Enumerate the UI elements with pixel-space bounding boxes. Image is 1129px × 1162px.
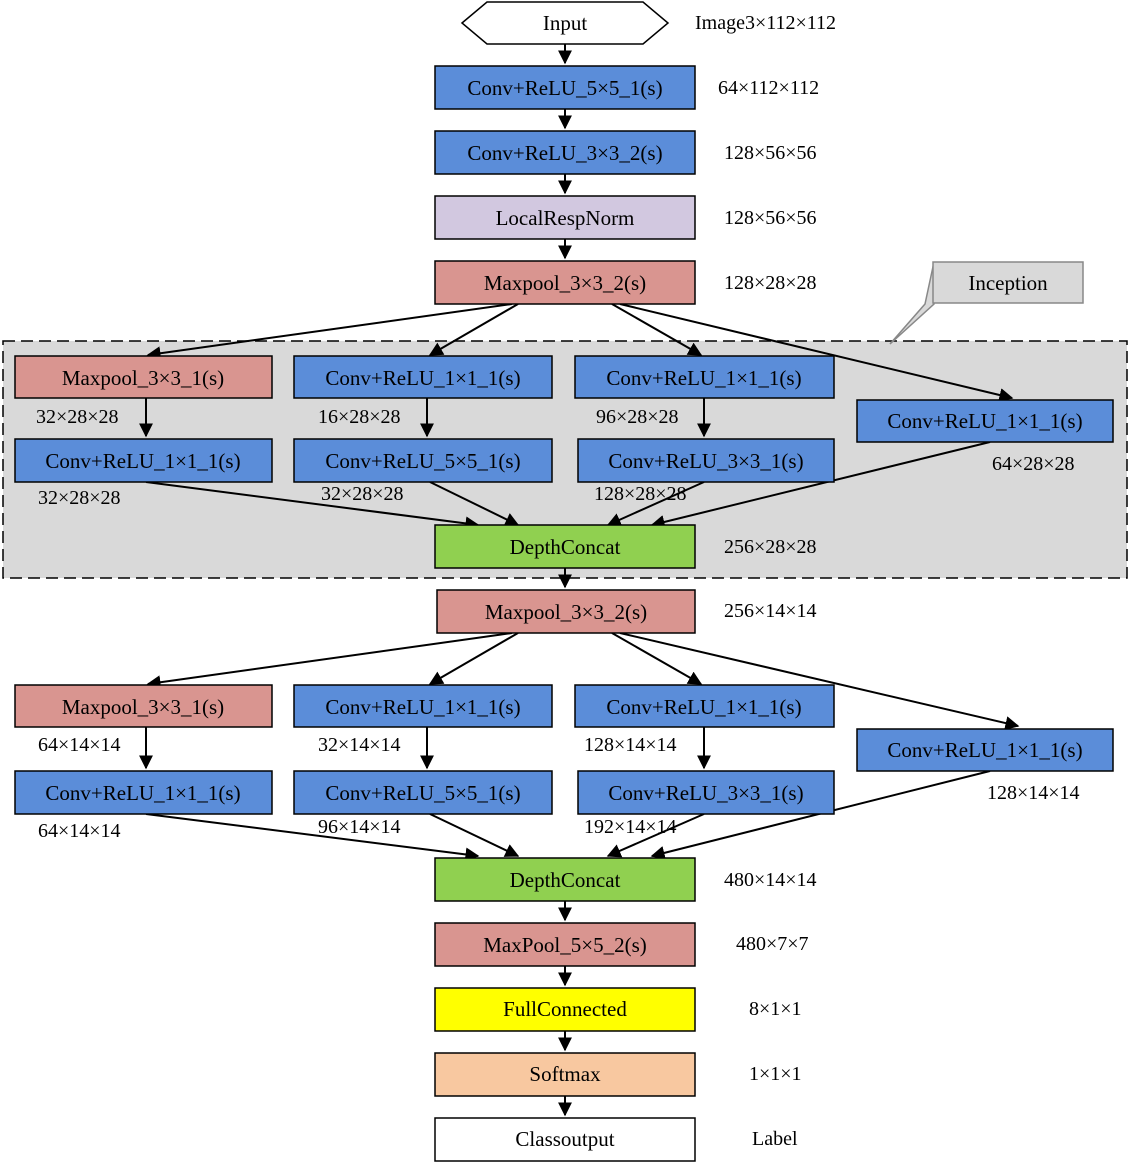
node-inc1-b3-conv: Conv+ReLU_3×3_1(s) bbox=[577, 438, 835, 483]
dim-inc2-b4-conv: 128×14×14 bbox=[987, 782, 1080, 804]
edge-pool1-inc1b2 bbox=[428, 303, 519, 356]
node-lrn: LocalRespNorm bbox=[434, 195, 696, 240]
node-concat2: DepthConcat bbox=[434, 857, 696, 902]
edge-pool1-inc1b1 bbox=[146, 303, 513, 361]
node-inc1-b4-conv: Conv+ReLU_1×1_1(s) bbox=[856, 399, 1114, 443]
node-inc1-b3-reduce-label: Conv+ReLU_1×1_1(s) bbox=[606, 366, 801, 390]
dim-concat2: 480×14×14 bbox=[724, 869, 817, 891]
node-pool3: MaxPool_5×5_2(s) bbox=[434, 922, 696, 967]
dim-conv1: 64×112×112 bbox=[718, 77, 819, 99]
node-concat1: DepthConcat bbox=[434, 524, 696, 569]
edge-inc2b2-concat2 bbox=[429, 813, 520, 857]
node-inc1-b2-conv-label: Conv+ReLU_5×5_1(s) bbox=[325, 449, 520, 473]
node-conv2: Conv+ReLU_3×3_2(s) bbox=[434, 130, 696, 175]
node-conv1: Conv+ReLU_5×5_1(s) bbox=[434, 65, 696, 110]
dim-inc2-b3-reduce: 128×14×14 bbox=[584, 734, 677, 756]
dim-output: Label bbox=[752, 1128, 798, 1150]
node-input-label: Input bbox=[543, 11, 587, 35]
dim-inc1-b3-conv: 128×28×28 bbox=[594, 483, 687, 505]
node-inc1-b3-conv-label: Conv+ReLU_3×3_1(s) bbox=[608, 449, 803, 473]
node-inc2-b3-conv: Conv+ReLU_3×3_1(s) bbox=[577, 770, 835, 815]
dim-inc2-b2-reduce: 32×14×14 bbox=[318, 734, 401, 756]
dim-inc1-b2-conv: 32×28×28 bbox=[321, 483, 404, 505]
edge-inc1b1-concat1 bbox=[145, 481, 480, 531]
node-pool3-label: MaxPool_5×5_2(s) bbox=[483, 933, 647, 957]
node-inc1-b4-conv-label: Conv+ReLU_1×1_1(s) bbox=[887, 409, 1082, 433]
node-conv2-label: Conv+ReLU_3×3_2(s) bbox=[467, 141, 662, 165]
node-inc1-b2-reduce-label: Conv+ReLU_1×1_1(s) bbox=[325, 366, 520, 390]
node-inc2-b2-conv: Conv+ReLU_5×5_1(s) bbox=[293, 770, 553, 815]
node-conv1-label: Conv+ReLU_5×5_1(s) bbox=[467, 76, 662, 100]
node-concat1-label: DepthConcat bbox=[510, 535, 621, 559]
node-inc2-b1-conv: Conv+ReLU_1×1_1(s) bbox=[14, 770, 273, 815]
dim-conv2: 128×56×56 bbox=[724, 142, 817, 164]
node-fc: FullConnected bbox=[434, 987, 696, 1032]
edge-pool2-inc2b2 bbox=[428, 632, 519, 685]
dim-inc1-b2-reduce: 16×28×28 bbox=[318, 406, 401, 428]
edge-inc2b3-concat2 bbox=[606, 813, 705, 858]
edge-inc1b4-concat1 bbox=[650, 441, 991, 529]
node-inc1-b1-pool-label: Maxpool_3×3_1(s) bbox=[62, 366, 224, 390]
node-output: Classoutput bbox=[434, 1117, 696, 1162]
dim-inc1-b3-reduce: 96×28×28 bbox=[596, 406, 679, 428]
dim-softmax: 1×1×1 bbox=[749, 1063, 802, 1085]
node-inc2-b4-conv: Conv+ReLU_1×1_1(s) bbox=[856, 728, 1114, 772]
dim-concat1: 256×28×28 bbox=[724, 536, 817, 558]
node-inc1-b1-conv: Conv+ReLU_1×1_1(s) bbox=[14, 438, 273, 483]
dim-inc2-b1-conv: 64×14×14 bbox=[38, 820, 121, 842]
dim-lrn: 128×56×56 bbox=[724, 207, 817, 229]
node-softmax: Softmax bbox=[434, 1052, 696, 1097]
dim-input: Image3×112×112 bbox=[695, 12, 836, 34]
node-output-label: Classoutput bbox=[515, 1127, 614, 1151]
dim-inc2-b3-conv: 192×14×14 bbox=[584, 816, 677, 838]
inception-callout-box bbox=[932, 261, 1084, 304]
node-inc1-b1-pool: Maxpool_3×3_1(s) bbox=[14, 355, 273, 399]
edge-pool2-inc2b3 bbox=[611, 632, 703, 685]
node-inc2-b1-conv-label: Conv+ReLU_1×1_1(s) bbox=[45, 781, 240, 805]
dim-pool2: 256×14×14 bbox=[724, 600, 817, 622]
edges bbox=[139, 44, 1020, 1117]
node-pool1: Maxpool_3×3_2(s) bbox=[434, 260, 696, 305]
node-pool2: Maxpool_3×3_2(s) bbox=[436, 589, 696, 634]
node-inc2-b1-pool-label: Maxpool_3×3_1(s) bbox=[62, 695, 224, 719]
edge-inc1b3-concat1 bbox=[606, 481, 705, 527]
node-inc2-b2-reduce-label: Conv+ReLU_1×1_1(s) bbox=[325, 695, 520, 719]
node-inc2-b2-reduce: Conv+ReLU_1×1_1(s) bbox=[293, 684, 553, 728]
node-inc2-b2-conv-label: Conv+ReLU_5×5_1(s) bbox=[325, 781, 520, 805]
node-inc2-b3-conv-label: Conv+ReLU_3×3_1(s) bbox=[608, 781, 803, 805]
node-fc-label: FullConnected bbox=[503, 997, 627, 1021]
inception-callout-label: Inception bbox=[968, 271, 1048, 295]
node-inc2-b4-conv-label: Conv+ReLU_1×1_1(s) bbox=[887, 738, 1082, 762]
edge-inc1b2-concat1 bbox=[429, 481, 520, 526]
edge-pool1-inc1b4 bbox=[619, 303, 1014, 402]
node-lrn-label: LocalRespNorm bbox=[496, 206, 635, 230]
dim-inc2-b2-conv: 96×14×14 bbox=[318, 816, 401, 838]
dim-inc2-b1-pool: 64×14×14 bbox=[38, 734, 121, 756]
dim-fc: 8×1×1 bbox=[749, 998, 802, 1020]
dim-inc1-b1-pool: 32×28×28 bbox=[36, 406, 119, 428]
node-concat2-label: DepthConcat bbox=[510, 868, 621, 892]
node-inc2-b3-reduce-label: Conv+ReLU_1×1_1(s) bbox=[606, 695, 801, 719]
edge-pool2-inc2b4 bbox=[619, 632, 1020, 730]
dim-pool3: 480×7×7 bbox=[736, 933, 809, 955]
node-input: Input bbox=[460, 1, 670, 45]
node-pool1-label: Maxpool_3×3_2(s) bbox=[484, 271, 646, 295]
dim-inc1-b1-conv: 32×28×28 bbox=[38, 487, 121, 509]
inception-callout-pointer bbox=[889, 261, 935, 345]
dim-inc1-b4-conv: 64×28×28 bbox=[992, 453, 1075, 475]
edge-pool2-inc2b1 bbox=[146, 632, 513, 690]
node-inc1-b1-conv-label: Conv+ReLU_1×1_1(s) bbox=[45, 449, 240, 473]
node-inc1-b3-reduce: Conv+ReLU_1×1_1(s) bbox=[574, 355, 835, 399]
node-softmax-label: Softmax bbox=[529, 1062, 601, 1086]
edge-inc2b1-concat2 bbox=[145, 813, 480, 862]
node-inc1-b2-conv: Conv+ReLU_5×5_1(s) bbox=[293, 438, 553, 483]
edge-pool1-inc1b3 bbox=[611, 303, 703, 356]
node-pool2-label: Maxpool_3×3_2(s) bbox=[485, 600, 647, 624]
node-inc2-b1-pool: Maxpool_3×3_1(s) bbox=[14, 684, 273, 728]
node-inc2-b3-reduce: Conv+ReLU_1×1_1(s) bbox=[574, 684, 835, 728]
node-inc1-b2-reduce: Conv+ReLU_1×1_1(s) bbox=[293, 355, 553, 399]
dim-pool1: 128×28×28 bbox=[724, 272, 817, 294]
